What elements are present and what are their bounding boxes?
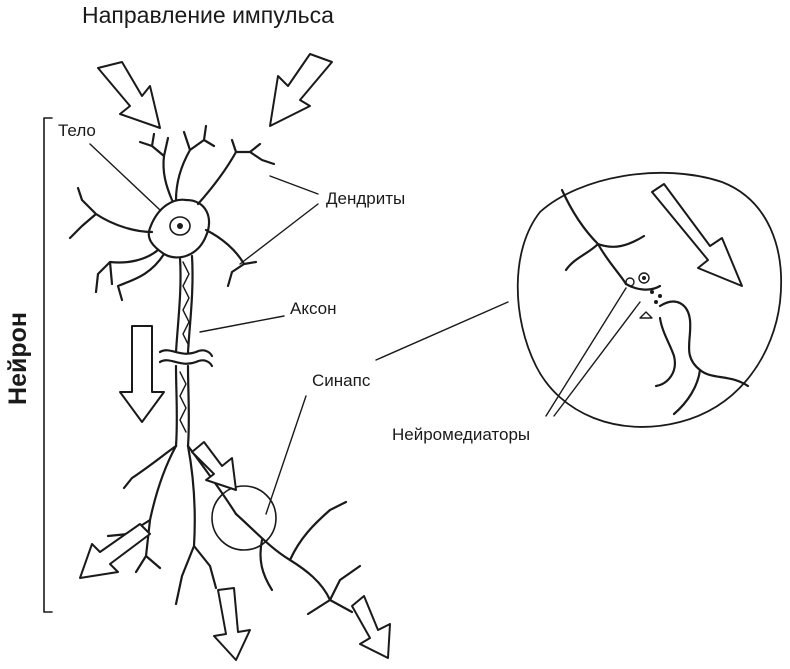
dendrites	[68, 124, 276, 302]
axon-label: Аксон	[290, 299, 337, 318]
output-arrow-4	[191, 441, 237, 491]
impulse-arrow-left	[97, 61, 161, 129]
dendrites-label: Дендриты	[326, 189, 406, 208]
magnified-synapse	[516, 171, 782, 428]
output-arrow-3	[351, 595, 391, 659]
output-arrow-2	[213, 587, 251, 661]
second-neuron	[234, 500, 362, 616]
impulse-arrow-right	[269, 53, 333, 127]
neuron-bracket	[43, 117, 53, 613]
synapse-label: Синапс	[312, 371, 371, 390]
title: Направление импульса	[82, 2, 334, 28]
soma	[147, 198, 211, 259]
neurotransmitters-label: Нейромедиаторы	[392, 425, 531, 444]
neuron-label: Нейрон	[3, 312, 32, 405]
synapse-circle-small	[211, 485, 277, 551]
signal-arrow-axon	[119, 325, 165, 423]
output-arrow-1	[79, 523, 151, 579]
axon	[158, 254, 214, 448]
leader-lines	[89, 143, 641, 515]
soma-label: Тело	[58, 121, 96, 140]
